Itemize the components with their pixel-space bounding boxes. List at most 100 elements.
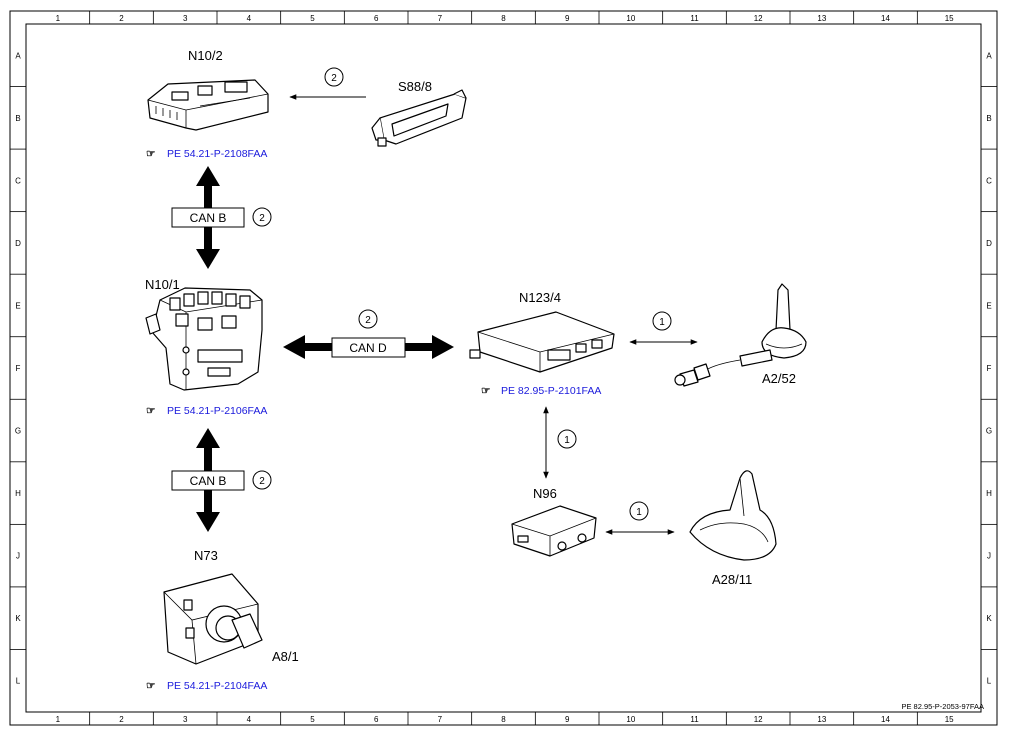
n10-2-module-drawing [147,79,269,131]
can-b-upper-label: CAN B [190,211,227,225]
column-index-5: 5 [310,14,315,23]
connection-number-can-b-lower: 2 [259,476,265,487]
column-index-4: 4 [247,715,252,724]
row-index-right: A B C D E F G H J K L [981,51,997,686]
column-index-1: 1 [56,14,61,23]
column-index-2: 2 [119,715,124,724]
row-index-E: E [986,301,991,310]
n123-4-module-drawing [469,311,615,373]
column-index-4: 4 [247,14,252,23]
column-index-8: 8 [501,14,506,23]
n96-module-drawing [511,505,597,557]
n73-ignition-switch-drawing [163,573,263,665]
column-index-15: 15 [945,14,954,23]
label-n96: N96 [533,486,557,501]
row-index-D: D [15,239,21,248]
n10-1-module-drawing [145,287,263,391]
column-index-6: 6 [374,715,379,724]
column-index-5: 5 [310,715,315,724]
column-index-7: 7 [438,14,443,23]
outer-frame [9,10,998,726]
can-d-box [331,337,406,358]
n73-reference: ☞ PE 54.21-P-2104FAA [146,680,267,692]
connection-number-can-d: 2 [365,315,371,326]
row-index-F: F [16,364,21,373]
connection-number-n96: 1 [564,435,570,446]
column-index-11: 11 [690,715,699,724]
column-index-10: 10 [626,715,635,724]
column-index-12: 12 [754,715,763,724]
label-n10-2: N10/2 [188,48,223,63]
s88-8-switch-drawing [371,89,467,147]
row-index-left: A B C D E F G H J K L [10,51,26,686]
manual-reference-icon: ☞ [146,680,156,692]
n123-4-reference: ☞ PE 82.95-P-2101FAA [481,385,601,397]
label-a28-11: A28/11 [712,572,752,587]
n10-1-reference: ☞ PE 54.21-P-2106FAA [146,405,267,417]
label-a8-1: A8/1 [272,649,299,664]
label-n10-1: N10/1 [145,277,180,292]
row-index-B: B [15,114,20,123]
row-index-F: F [987,364,992,373]
inner-frame [25,23,982,713]
column-index-6: 6 [374,14,379,23]
n10-2-reference: ☞ PE 54.21-P-2108FAA [146,148,267,160]
column-index-12: 12 [754,14,763,23]
row-index-G: G [15,427,21,436]
row-index-D: D [986,239,992,248]
manual-reference-icon: ☞ [481,385,491,397]
can-b-lower-box [171,470,245,491]
connection-number-can-b-upper: 2 [259,213,265,224]
row-index-K: K [986,614,992,623]
row-index-C: C [986,176,992,185]
connection-number-a2-52: 1 [659,317,665,328]
column-index-3: 3 [183,715,188,724]
n73-reference-text: PE 54.21-P-2104FAA [167,680,267,692]
column-index-3: 3 [183,14,188,23]
manual-reference-icon: ☞ [146,148,156,160]
row-index-H: H [15,489,21,498]
can-b-lower-bus: CAN B 2 [171,428,272,532]
label-s88-8: S88/8 [398,79,432,94]
can-b-upper-box [171,207,245,228]
row-index-K: K [15,614,21,623]
a2-52-antenna-drawing [674,283,807,387]
row-index-A: A [986,51,992,60]
column-index-9: 9 [565,715,570,724]
row-index-J: J [16,552,20,561]
row-index-H: H [986,489,992,498]
row-index-L: L [16,677,21,686]
can-b-upper-bus: CAN B 2 [171,166,272,269]
can-d-label: CAN D [349,341,387,355]
label-n73: N73 [194,548,218,563]
row-index-E: E [15,301,20,310]
manual-reference-icon: ☞ [146,405,156,417]
column-index-9: 9 [565,14,570,23]
column-index-1: 1 [56,715,61,724]
connection-number-a28-11: 1 [636,507,642,518]
row-index-G: G [986,427,992,436]
row-index-C: C [15,176,21,185]
label-n123-4: N123/4 [519,290,561,305]
row-index-L: L [987,677,992,686]
column-index-8: 8 [501,715,506,724]
n10-2-reference-text: PE 54.21-P-2108FAA [167,148,267,160]
column-index-14: 14 [881,715,890,724]
a28-11-antenna-drawing [689,470,777,561]
can-b-lower-label: CAN B [190,474,227,488]
n123-4-reference-text: PE 82.95-P-2101FAA [501,385,601,397]
row-index-J: J [987,552,991,561]
row-index-B: B [986,114,991,123]
column-index-2: 2 [119,14,124,23]
connection-number-s88: 2 [331,73,337,84]
connection-number-circle [324,67,344,87]
row-index-A: A [15,51,21,60]
document-id: PE 82.95-P-2053-97FAA [901,702,984,711]
column-index-7: 7 [438,715,443,724]
column-index-10: 10 [626,14,635,23]
column-index-13: 13 [817,715,826,724]
n10-1-reference-text: PE 54.21-P-2106FAA [167,405,267,417]
column-index-13: 13 [817,14,826,23]
